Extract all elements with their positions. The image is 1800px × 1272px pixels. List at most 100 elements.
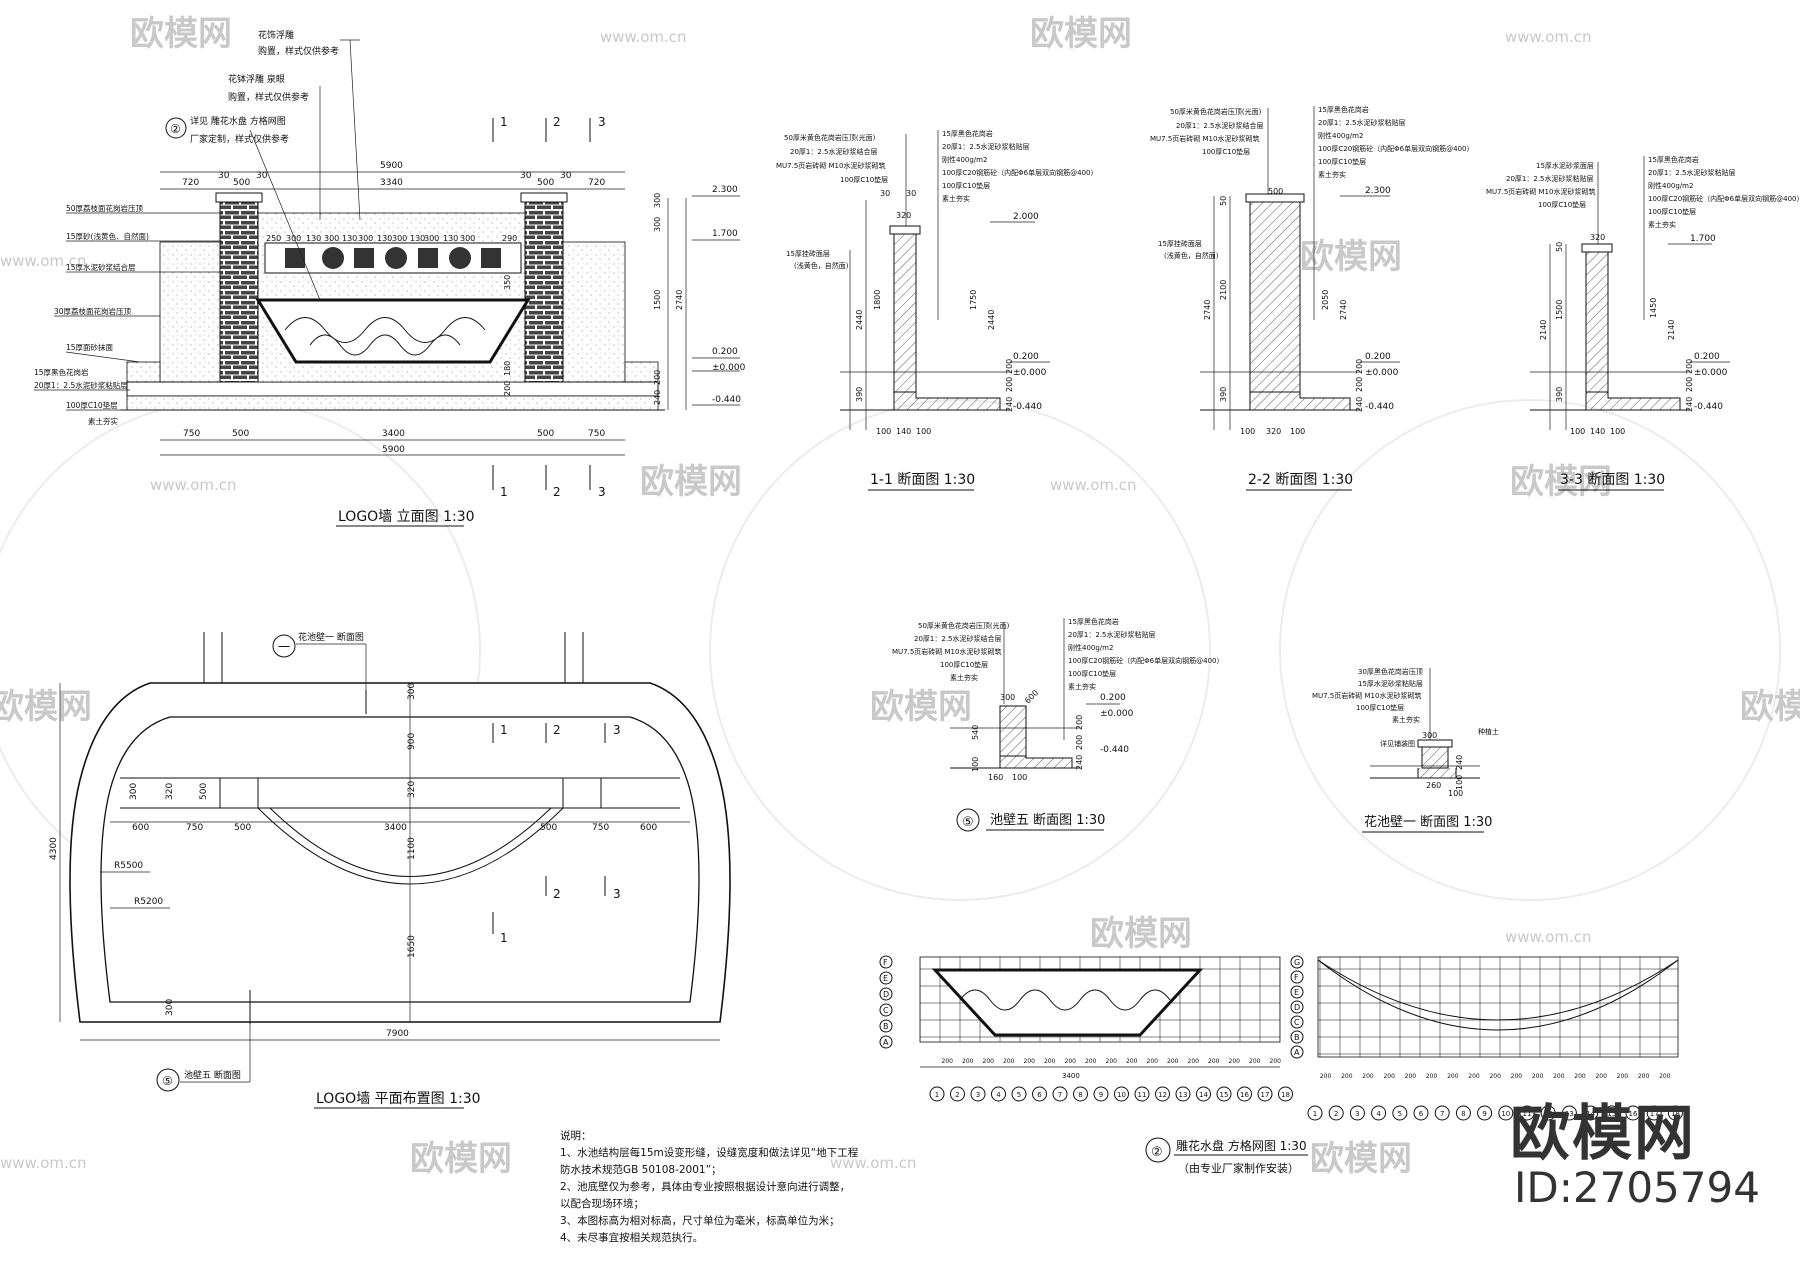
grid-col-dim: 200 [1383,1073,1395,1080]
watermark-brand: 欧模网 [1300,237,1402,277]
dim-top: 30 [256,171,268,181]
elevation-title: LOGO墙 立面图 1:30 [338,509,475,525]
grid-col-label: 14 [1199,1091,1208,1099]
notes-item: 以配合现场环境； [560,1198,644,1210]
grid-col-bubble [1073,1086,1088,1102]
section-mark: 1 [500,115,508,129]
callout-text: 详见 雕花水盘 方格网图 [190,115,286,127]
plan-vdim: 320 [407,781,417,798]
elevation-callouts: 花饰浮雕 购置，样式仅供参考 花钵浮雕 泉眼 购置，样式仅供参考 ② 详见 雕花… [165,29,361,301]
pool-title: 池壁五 断面图 1:30 [990,813,1105,828]
section-mark: 2 [553,485,561,499]
planter-side: 种植土 [1478,727,1499,736]
dim-panel: 300 [358,234,373,243]
grid-col-bubble [1477,1105,1493,1121]
grid-row-bubble [879,955,893,969]
dim-right: 240 [653,390,662,405]
grid-row-bubble [1290,1045,1304,1059]
elevation-base-layer [126,395,659,411]
grid-col-label: 10 [1117,1091,1126,1099]
pool-label: 15厚黑色花岗岩 [1068,617,1119,626]
sec-label: MU7.5页岩砖砌 M10水泥砂浆砌筑 [1486,187,1595,196]
brand-id: ID:2705794 [1514,1163,1760,1212]
grid-col-label: 18 [1281,1091,1290,1099]
grid-col-bubble [1646,1105,1662,1121]
dim-panel: 300 [286,234,301,243]
grid-row-bubble [879,1003,893,1017]
section-labels-right: 15厚黑色花岗岩 20厚1：2.5水泥砂浆粘贴层 刚性400g/m2 100厚C… [1643,155,1800,320]
callout-circle-label: ② [170,122,181,136]
grid-col-label: 13 [1565,1110,1574,1118]
dim-right: 350 [503,275,512,290]
plan-dim-total: 7900 [386,1029,409,1039]
grid-col-label: 11 [1523,1110,1532,1118]
grid-col-label: 15 [1607,1110,1616,1118]
section-footing [1249,392,1351,411]
sec-label: 50厚米黄色花岗岩压顶(光面) [1170,107,1262,116]
section-cap [889,225,921,235]
grid-col-label: 15 [1220,1091,1229,1099]
brand-stamp: 欧模网 ID:2705794 [1510,1085,1790,1235]
section-labels-left: 50厚米黄色花岗岩压顶(光面) 20厚1：2.5水泥砂浆结合层 MU7.5页岩砖… [1150,107,1269,194]
grid-col-label: 12 [1158,1091,1167,1099]
watermark-url: www.om.cn [0,252,87,270]
sec-label: 15厚黑色花岗岩 [1318,105,1369,114]
pool-dim: 160 [988,773,1003,782]
section-wall [1585,249,1609,393]
plan-drawing: 600 750 500 3400 500 750 600 7900 300 90… [49,631,731,1109]
plan-callout-circle [156,1068,180,1092]
sec-dim: 100 [876,427,891,436]
grid-col-label: 9 [1482,1110,1486,1118]
pool-label: 刚性400g/m2 [1068,643,1113,652]
grid-col-label: 5 [1398,1110,1402,1118]
sec-dim: 1800 [873,290,882,310]
sec-label: 100厚C10垫层 [1538,200,1586,209]
dim-panel: 130 [377,234,392,243]
dim-bottom: 750 [183,429,200,439]
level-mark: 0.200 [1013,352,1039,362]
plan-title: LOGO墙 平面布置图 1:30 [316,1091,481,1107]
section-labels-right: 15厚黑色花岗岩 20厚1：2.5水泥砂浆粘贴层 刚性400g/m2 100厚C… [1313,105,1473,320]
callout-circle [165,117,187,139]
grid-col-dim: 200 [1341,1073,1353,1080]
grid-col-bubble [1498,1105,1514,1121]
level-mark: -0.440 [1100,745,1129,755]
plan-dim: 500 [540,823,557,833]
grid-row-bubble [1290,1000,1304,1014]
section-mark: 2 [553,115,561,129]
grid-col-bubble [1134,1086,1150,1102]
grid-col-bubble [1625,1105,1641,1121]
dim-panel: 300 [424,234,439,243]
grid-col-dim: 200 [1659,1073,1671,1080]
elevation-step-left [126,361,161,383]
planter-labels: 30厚黑色花岗岩压顶 15厚水泥砂浆粘贴层 MU7.5页岩砖砌 M10水泥砂浆砌… [1312,667,1431,740]
sec-side-note: (浅黄色，自然面) [794,261,849,270]
sec-dim: 100 [1610,427,1625,436]
relief-round-tile [385,247,407,269]
section-1-1: 30 30 320 1800 2440 390 100 140 100 1750… [776,129,1097,491]
notes-item: 4、未尽事宜按相关规范执行。 [560,1232,704,1244]
dim-right: 2740 [675,290,684,310]
dim-bottom: 3400 [382,429,405,439]
grid-col-dim: 200 [1511,1073,1523,1080]
watermark-url: www.om.cn [1505,28,1592,46]
watermark-brand: 欧模网 [1090,914,1192,954]
planter-label: 15厚水泥砂浆粘贴层 [1358,679,1423,688]
sec-dim: 390 [1219,387,1228,402]
sec-dim: 240 [1005,397,1014,412]
grid-col-label: 3 [1355,1110,1359,1118]
grid-col-label: 11 [1138,1091,1147,1099]
watermark-url: www.om.cn [1505,928,1592,946]
planter-wall-footing [1417,768,1457,779]
grid-row-bubble [879,1035,893,1049]
level-mark: ±0.000 [1100,709,1134,719]
grid-col-bubble [1175,1086,1191,1102]
level-mark: 0.200 [712,347,738,357]
elevation-drawing: 5900 720 30 500 30 3340 30 500 30 720 25… [34,29,746,527]
grid-col-dim: 200 [1188,1058,1200,1065]
sec-dim: 2140 [1539,320,1548,340]
grid-right [1317,956,1679,1058]
grid-col-label: 5 [1017,1091,1021,1099]
section-footing [1585,392,1681,411]
pool-dim: 200 [1075,715,1084,730]
